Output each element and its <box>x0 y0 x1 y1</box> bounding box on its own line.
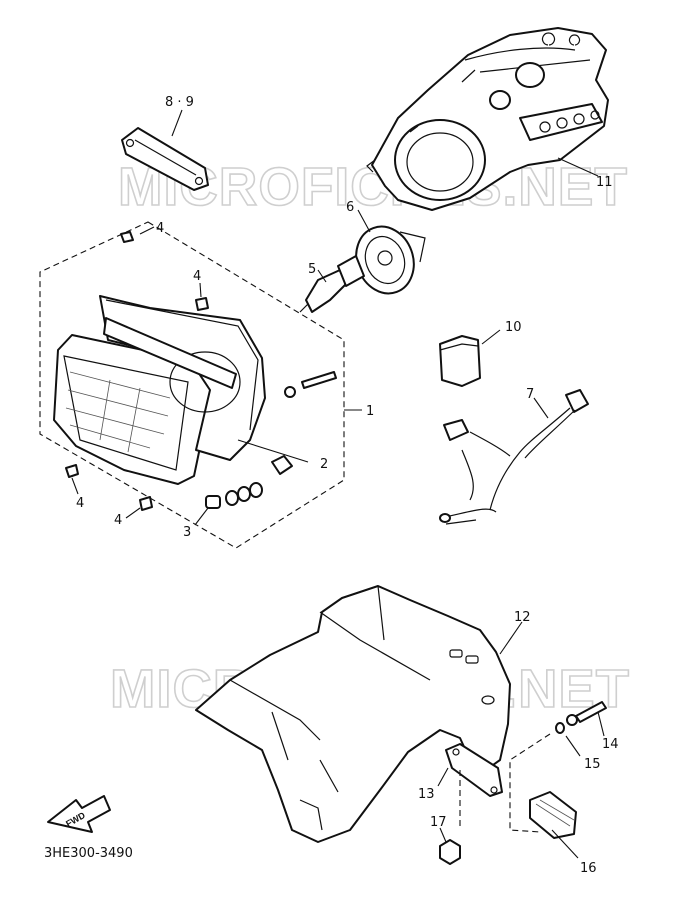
callout-8-9: 8 · 9 <box>165 95 194 110</box>
bracket-part <box>437 743 503 830</box>
fender-part <box>195 585 523 843</box>
callout-13: 13 <box>418 787 435 802</box>
callout-4-lower-left: 4 <box>76 496 84 511</box>
nut-part <box>439 827 461 865</box>
socket-part <box>355 209 426 295</box>
callout-1: 1 <box>366 404 374 419</box>
reflector-part <box>529 791 579 859</box>
callout-4-bottom: 4 <box>114 513 122 528</box>
forward-arrow-icon: FWD <box>47 795 111 833</box>
callout-16: 16 <box>580 861 597 876</box>
cover-part <box>121 109 209 191</box>
callout-10: 10 <box>505 320 522 335</box>
callout-4-top: 4 <box>193 269 201 284</box>
callout-15: 15 <box>584 757 601 772</box>
wire-harness <box>439 389 589 525</box>
meter-assembly <box>366 27 609 211</box>
bolt-part <box>509 701 607 833</box>
callout-17: 17 <box>430 815 447 830</box>
callout-3: 3 <box>183 525 191 540</box>
callout-11: 11 <box>596 175 613 190</box>
headlight-assembly <box>39 221 362 549</box>
callout-7: 7 <box>526 387 534 402</box>
callout-4-top-left: 4 <box>156 221 164 236</box>
bulb-part <box>299 255 365 313</box>
callout-2: 2 <box>320 457 328 472</box>
relay-part <box>439 329 501 387</box>
drawing-number: 3HE300-3490 <box>44 846 133 861</box>
callout-12: 12 <box>514 610 531 625</box>
callout-5: 5 <box>308 262 316 277</box>
callout-14: 14 <box>602 737 619 752</box>
callout-6: 6 <box>346 200 354 215</box>
